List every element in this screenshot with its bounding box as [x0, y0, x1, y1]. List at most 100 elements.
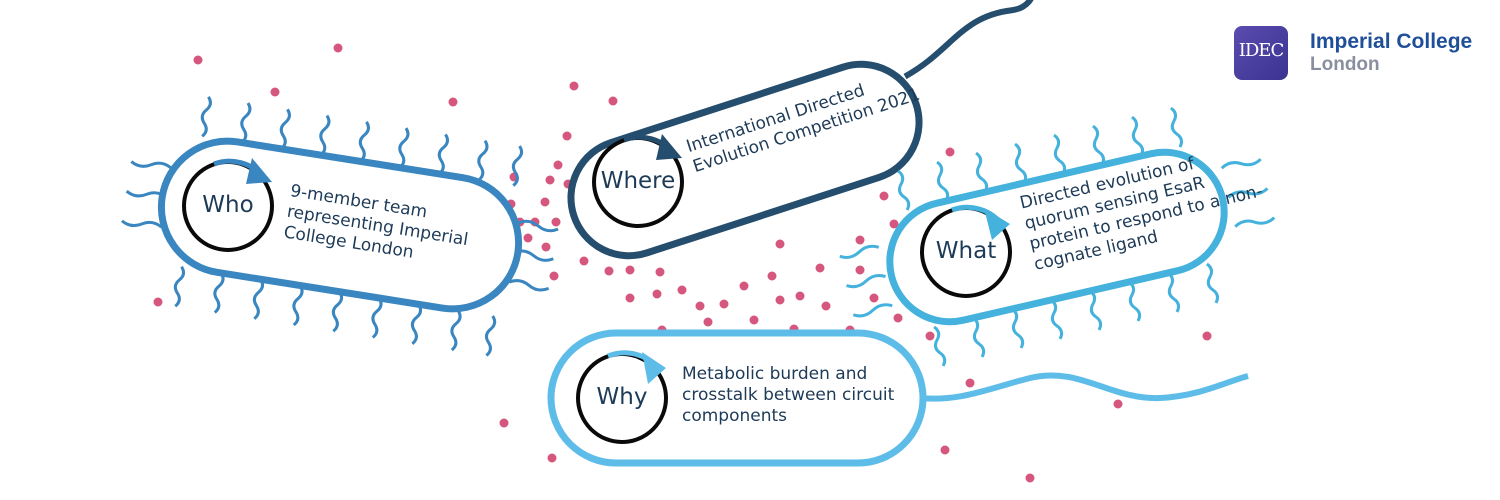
pink-dot — [815, 263, 825, 273]
pink-dot — [719, 299, 729, 309]
flagellum — [511, 145, 524, 187]
pink-dot — [270, 87, 280, 97]
pink-dot — [795, 291, 805, 301]
why-cell-body — [547, 329, 927, 467]
why-cell — [547, 329, 1249, 467]
pink-dot — [739, 281, 749, 291]
pink-dot — [553, 160, 563, 170]
pink-dot — [562, 131, 572, 141]
pink-dot — [855, 265, 865, 275]
idec-badge-icon: IDEC — [1234, 26, 1288, 80]
flagellum — [213, 272, 225, 314]
pink-dot — [545, 175, 555, 185]
flagellum — [1169, 106, 1184, 148]
pink-dot — [604, 266, 614, 276]
flagellum — [1220, 158, 1262, 170]
flagellum — [972, 316, 986, 358]
logo-line-1: Imperial College — [1310, 30, 1473, 53]
flagellum — [477, 139, 489, 182]
who-circle-icon — [182, 158, 274, 252]
flagellum — [1131, 115, 1145, 157]
pink-dot — [551, 217, 561, 227]
where-flagellum — [903, 0, 1102, 80]
pink-dot — [523, 233, 533, 243]
pink-dot — [333, 43, 343, 53]
pink-dot — [965, 378, 975, 388]
flagellum — [933, 325, 947, 367]
who-title: Who — [202, 192, 254, 218]
what-flagella — [839, 106, 1276, 367]
pink-dot — [153, 297, 163, 307]
flagellum — [1011, 307, 1025, 349]
where-cell — [567, 0, 1102, 260]
pink-dot — [879, 191, 889, 201]
why-flagellum — [919, 372, 1249, 402]
flagellum — [936, 160, 950, 202]
flagellum — [1053, 133, 1067, 175]
pink-dot — [608, 96, 618, 106]
flagellum — [1089, 289, 1103, 331]
pink-dot — [893, 313, 903, 323]
pink-dot — [889, 219, 899, 229]
flagellum — [450, 309, 462, 352]
flagellum — [1227, 187, 1269, 199]
why-line-3: components — [682, 406, 788, 426]
flagellum — [1167, 271, 1181, 313]
flagellum — [508, 279, 550, 292]
pink-dot — [940, 445, 950, 455]
idec-badge-text: IDEC — [1238, 40, 1284, 61]
pink-dot — [1202, 331, 1212, 341]
flagellum — [398, 127, 410, 169]
pink-dot — [821, 301, 831, 311]
who-flagella — [121, 96, 559, 357]
pink-dot — [677, 285, 687, 295]
pink-dot — [1025, 473, 1035, 483]
flagellum — [1128, 280, 1142, 322]
pink-dot — [569, 81, 579, 91]
flagellum — [1050, 298, 1064, 340]
flagellum — [292, 284, 304, 327]
why-line-1: Metabolic burden and — [682, 364, 868, 384]
flagellum — [358, 121, 370, 163]
where-title: Where — [600, 168, 676, 194]
where-cell-body — [567, 60, 923, 260]
pink-dot — [1113, 399, 1123, 409]
pink-dot — [625, 265, 635, 275]
pink-dot — [855, 235, 865, 245]
flagellum — [319, 114, 331, 157]
pink-dot — [499, 418, 509, 428]
flagellum — [121, 219, 163, 229]
flagellum — [1234, 216, 1276, 228]
pink-dot — [655, 267, 665, 277]
pink-dot — [448, 97, 458, 107]
why-line-2: crosstalk between circuit — [682, 385, 895, 405]
flagellum — [279, 108, 291, 151]
flagellum — [371, 297, 383, 339]
flagellum — [846, 274, 886, 289]
flagellum — [1014, 142, 1028, 184]
flagellum — [852, 303, 893, 318]
pink-dot — [749, 315, 759, 325]
pink-dot — [541, 242, 551, 252]
pink-dot — [547, 453, 557, 463]
flagellum — [839, 244, 880, 259]
what-cell — [839, 106, 1276, 367]
flagellum — [1092, 124, 1106, 166]
pink-dot — [625, 293, 635, 303]
where-circle-icon — [592, 134, 684, 228]
pink-dot — [579, 256, 589, 266]
pink-dot — [775, 295, 785, 305]
pink-dot — [695, 301, 705, 311]
why-circle-icon — [576, 350, 668, 444]
why-caption: Metabolic burden and crosstalk between c… — [682, 364, 894, 427]
pink-dot — [767, 271, 777, 281]
flagellum — [975, 151, 989, 193]
why-title: Why — [596, 384, 648, 410]
flagellum — [437, 133, 449, 176]
what-cell-body — [886, 148, 1228, 326]
pink-dot — [925, 331, 935, 341]
flagellum — [200, 96, 212, 138]
pink-dot — [193, 55, 203, 65]
flagellum — [410, 303, 423, 345]
